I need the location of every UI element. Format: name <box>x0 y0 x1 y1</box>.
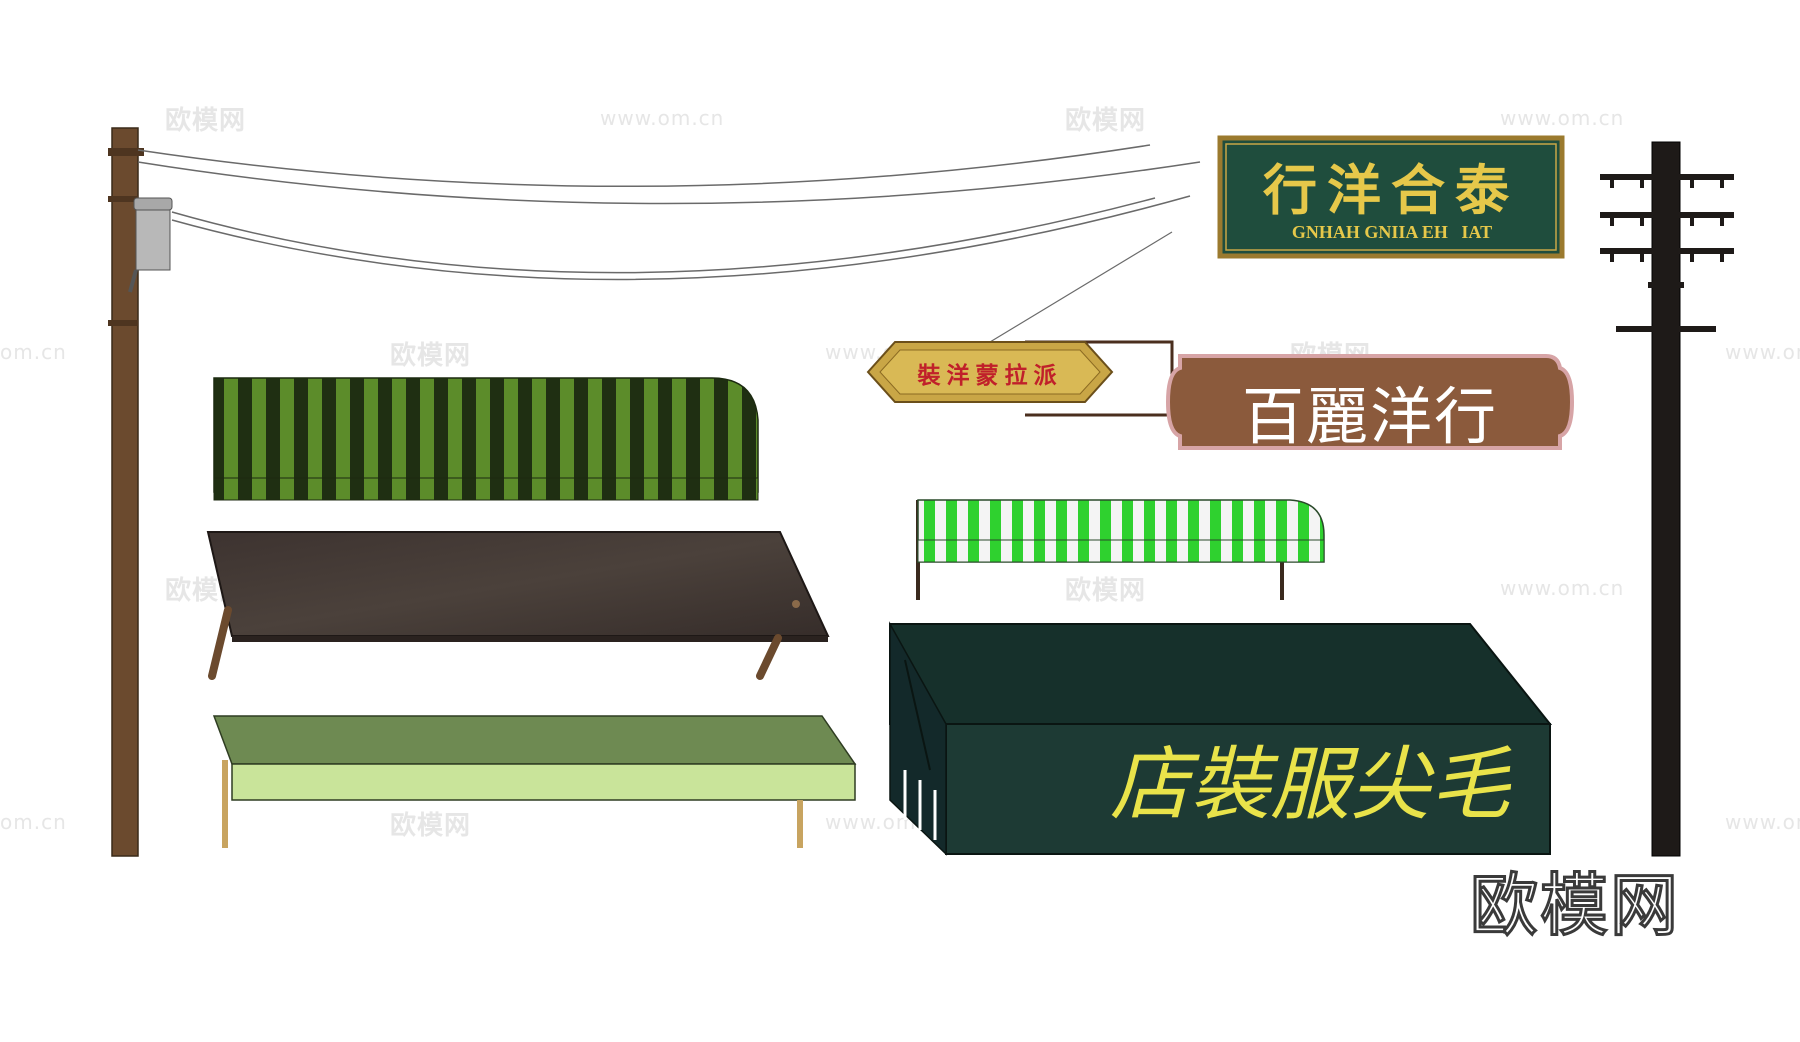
watermark-url: www.om.cn <box>600 106 725 130</box>
wooden-table <box>206 531 830 680</box>
green-board-sign <box>1217 135 1565 259</box>
small-striped-awning <box>916 499 1325 600</box>
brown-board-sign <box>1165 354 1575 450</box>
wooden-utility-pole <box>108 127 173 857</box>
watermark-brand: 欧模网 <box>1065 106 1147 136</box>
watermark-url: www.om.cn <box>1725 340 1800 364</box>
ribbon-sign <box>866 340 1174 417</box>
watermark-url: www.om.cn <box>1500 106 1625 130</box>
brand-watermark-logo: 欧模网 <box>1468 866 1681 948</box>
watermark-url: om.cn <box>0 340 67 364</box>
awning-store-text: 店裝服尖毛 <box>1110 738 1510 831</box>
watermark-url: www.om.cn <box>1725 810 1800 834</box>
light-green-bench <box>212 715 857 848</box>
ribbon-sign-text: 裝洋蒙拉派 <box>917 362 1063 389</box>
watermark-url: om.cn <box>0 810 67 834</box>
power-lines <box>137 144 1201 343</box>
green-striped-awning <box>213 377 759 501</box>
watermark-brand: 欧模网 <box>390 811 472 841</box>
watermark-url: www.om.cn <box>1500 576 1625 600</box>
green-board-subtitle: GNHAH GNIIA EH IAT <box>1291 222 1493 242</box>
telegraph-pole <box>1600 141 1734 857</box>
watermark-brand: 欧模网 <box>1065 576 1147 606</box>
transformer-icon <box>128 197 173 293</box>
watermark-brand: 欧模网 <box>165 106 247 136</box>
watermark-brand: 欧模网 <box>390 341 472 371</box>
brown-board-text: 百麗洋行 <box>1241 380 1498 453</box>
dark-store-awning <box>889 621 1553 856</box>
green-board-title: 行洋合泰 <box>1263 158 1519 222</box>
